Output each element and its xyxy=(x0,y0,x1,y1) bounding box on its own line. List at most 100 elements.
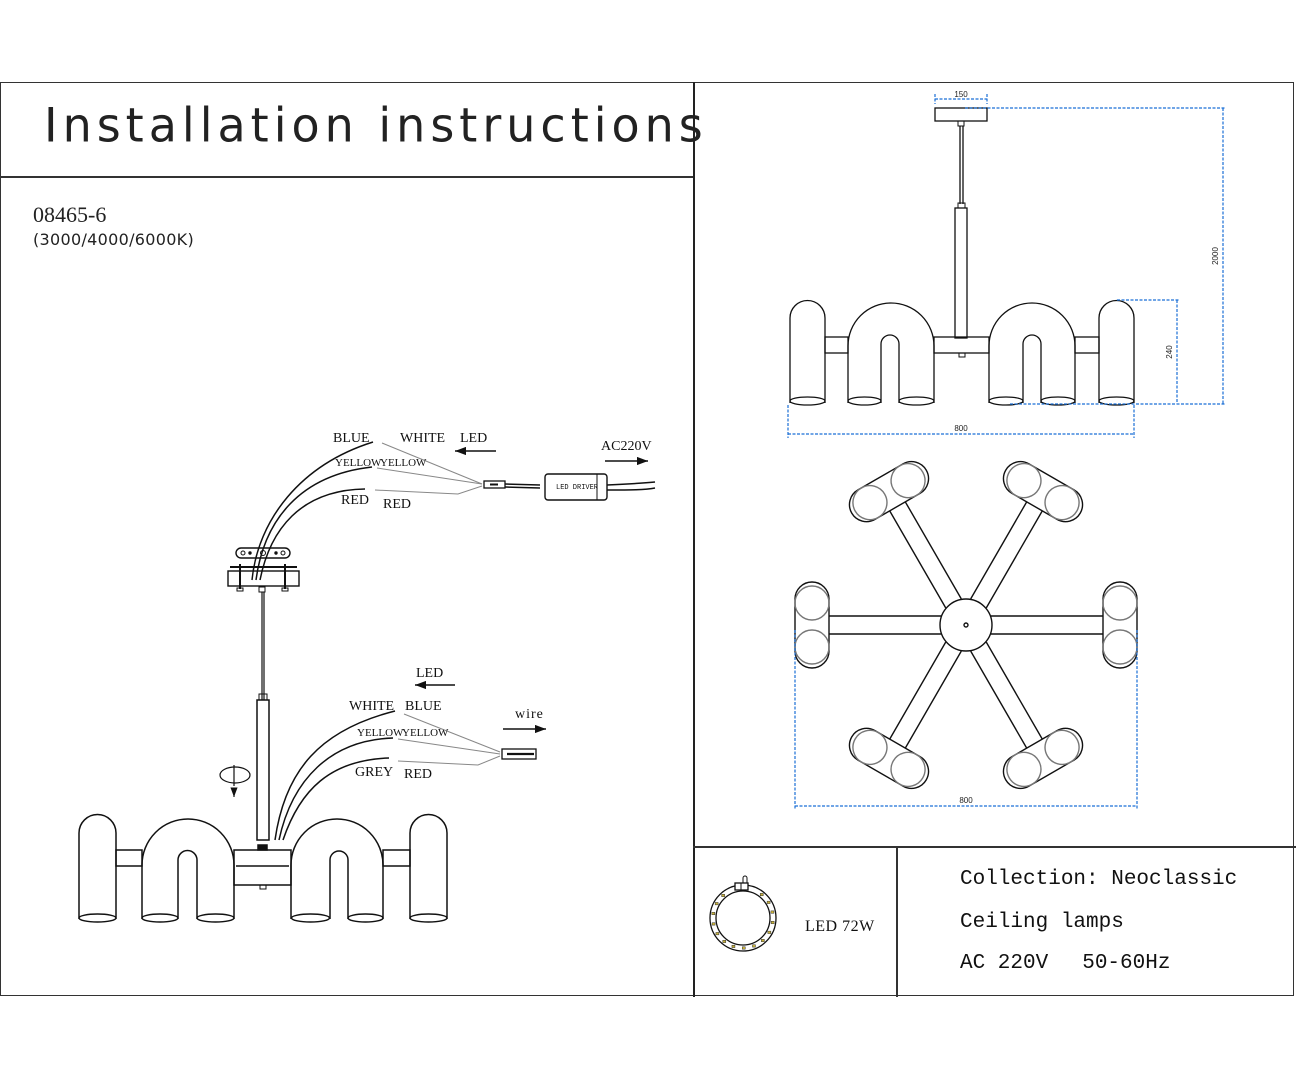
dim-width-side-label: 800 xyxy=(954,424,968,433)
top-view-dimensions xyxy=(794,630,1138,810)
arm-edge xyxy=(904,501,962,600)
frequency: 50-60Hz xyxy=(1082,952,1171,975)
led-chip xyxy=(770,921,775,924)
led-chip xyxy=(741,946,746,950)
bracket-hole xyxy=(240,550,246,556)
label-yellow-bottom-right: YELLOW xyxy=(402,727,449,739)
canopy xyxy=(227,570,300,587)
lamp-cup xyxy=(1102,585,1138,621)
top-view-arm xyxy=(848,460,962,609)
arm-edge xyxy=(904,650,962,749)
collection-name: Collection: Neoclassic xyxy=(960,868,1238,891)
label-yellow-left: YELLOW xyxy=(335,457,382,469)
label-grey: GREY xyxy=(355,765,393,780)
top-view-arm xyxy=(991,581,1138,669)
footer-column-divider xyxy=(896,846,898,997)
lamp-head xyxy=(794,581,830,669)
lamp-rod xyxy=(256,699,270,841)
label-wire: wire xyxy=(515,707,544,722)
led-chip xyxy=(766,900,771,904)
lamp-cup xyxy=(794,629,830,665)
led-chip xyxy=(770,910,775,914)
rod-side xyxy=(954,207,968,339)
led-chip xyxy=(767,930,772,934)
arm-edge xyxy=(985,510,1043,609)
product-category: Ceiling lamps xyxy=(960,911,1124,934)
center-hole xyxy=(963,622,969,628)
top-view-arm xyxy=(970,460,1084,609)
label-white-bottom: WHITE xyxy=(349,699,394,714)
wire-yellow xyxy=(255,466,373,581)
top-view-drawing xyxy=(794,460,1138,790)
lamp-cup xyxy=(1006,751,1042,788)
side-view-drawing xyxy=(789,107,1135,406)
vertical-divider xyxy=(693,82,695,997)
dim-height-label: 2000 xyxy=(1211,247,1220,265)
top-wiring-diagram xyxy=(227,441,656,700)
led-chip xyxy=(731,944,736,948)
lamp-cup xyxy=(1044,729,1080,766)
footer-divider xyxy=(693,846,1296,848)
lamp-cup xyxy=(890,462,926,499)
arm-edge xyxy=(985,641,1043,740)
lamp-head xyxy=(1002,460,1084,523)
led-chip xyxy=(752,944,756,948)
rotate-icon xyxy=(219,766,251,784)
bottom-lamp-diagram xyxy=(78,680,546,923)
label-blue-bottom: BLUE xyxy=(405,699,442,714)
arm-edge xyxy=(970,501,1028,600)
led-chip xyxy=(721,894,725,897)
wire-connector xyxy=(501,748,537,760)
label-red-left: RED xyxy=(341,493,369,508)
dim-canopy-label: 150 xyxy=(954,90,968,99)
color-temperature: (3000/4000/6000K) xyxy=(33,230,195,249)
voltage: AC 220V xyxy=(960,952,1049,975)
canopy-side xyxy=(934,107,988,122)
led-power: LED 72W xyxy=(805,918,875,935)
arm-edge xyxy=(970,650,1028,749)
lamp-side-view-large xyxy=(78,813,448,923)
lamp-head xyxy=(848,727,930,790)
label-yellow-bottom-left: YELLOW xyxy=(357,727,404,739)
arm-edge xyxy=(889,510,947,609)
lamp-cup xyxy=(890,751,926,788)
label-red-bottom: RED xyxy=(404,767,432,782)
model-number: 08465-6 xyxy=(33,202,107,227)
label-led-top: LED xyxy=(460,431,487,446)
wire-yellow-bottom xyxy=(278,737,394,841)
label-white: WHITE xyxy=(400,431,445,446)
center-hub xyxy=(939,598,993,652)
top-view-arm xyxy=(970,641,1084,790)
lamp-cup xyxy=(852,729,888,766)
wire-blue xyxy=(251,441,374,581)
led-chip xyxy=(759,893,764,897)
lamp-cup xyxy=(1102,629,1138,665)
lamp-head xyxy=(848,460,930,523)
label-led-bottom: LED xyxy=(416,666,443,681)
label-blue: BLUE xyxy=(333,431,370,446)
arm-edge xyxy=(889,641,947,740)
led-chip xyxy=(761,939,765,942)
top-wiring-labels: BLUE YELLOW RED WHITE YELLOW RED LED AC2… xyxy=(333,431,652,512)
lamp-head xyxy=(1002,727,1084,790)
wire-red xyxy=(259,488,366,581)
led-chip xyxy=(722,939,727,943)
dim-width-top-label: 800 xyxy=(959,796,973,805)
lamp-cup xyxy=(852,484,888,521)
led-chip xyxy=(711,912,716,915)
label-ac220v: AC220V xyxy=(601,439,652,454)
title-divider xyxy=(0,176,693,178)
led-chip xyxy=(711,922,716,926)
top-view-arm xyxy=(794,581,941,669)
wire-white xyxy=(274,710,396,841)
lamp-cup xyxy=(794,585,830,621)
led-chip xyxy=(714,902,719,906)
led-driver xyxy=(544,473,608,501)
dim-lamp-height-label: 240 xyxy=(1165,345,1174,359)
side-view-dimensions xyxy=(787,94,1226,438)
label-led-driver: LED DRIVER xyxy=(556,484,599,492)
page-title: Installation instructions xyxy=(44,97,708,153)
page-frame xyxy=(0,82,1294,996)
top-view-arm xyxy=(848,641,962,790)
